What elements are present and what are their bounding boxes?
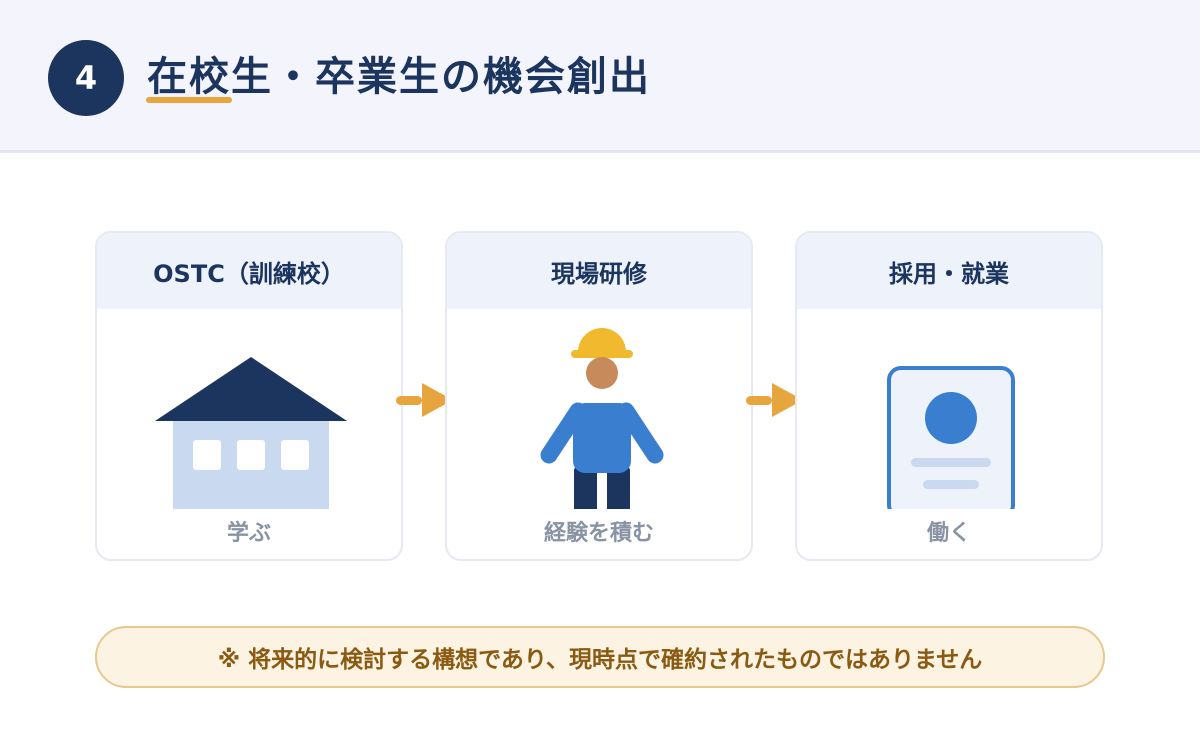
construction-worker-icon: [540, 328, 664, 509]
page-title: 在校生・卒業生の機会創出: [147, 54, 651, 100]
step-card-field-training: 現場研修 経験を積む: [445, 231, 753, 561]
step-card-employment: 採用・就業 働く: [795, 231, 1103, 561]
disclaimer-notice: ※ 将来的に検討する構想であり、現時点で確約されたものではありません: [95, 626, 1105, 688]
step-heading: 現場研修: [447, 233, 751, 309]
id-card-icon: [887, 366, 1015, 509]
step-heading: 採用・就業: [797, 233, 1101, 309]
step-card-training-school: OSTC（訓練校） 学ぶ: [95, 231, 403, 561]
section-number-badge: 4: [48, 40, 124, 116]
school-building-icon: [155, 357, 347, 509]
arrow-right-icon: [746, 383, 803, 417]
step-heading: OSTC（訓練校）: [97, 233, 401, 309]
arrow-right-icon: [396, 383, 453, 417]
step-caption: 学ぶ: [226, 521, 271, 546]
step-caption: 働く: [926, 521, 971, 546]
step-caption: 経験を積む: [543, 521, 654, 546]
header-bar: 4 在校生・卒業生の機会創出: [0, 0, 1200, 153]
title-underline: [146, 97, 232, 103]
